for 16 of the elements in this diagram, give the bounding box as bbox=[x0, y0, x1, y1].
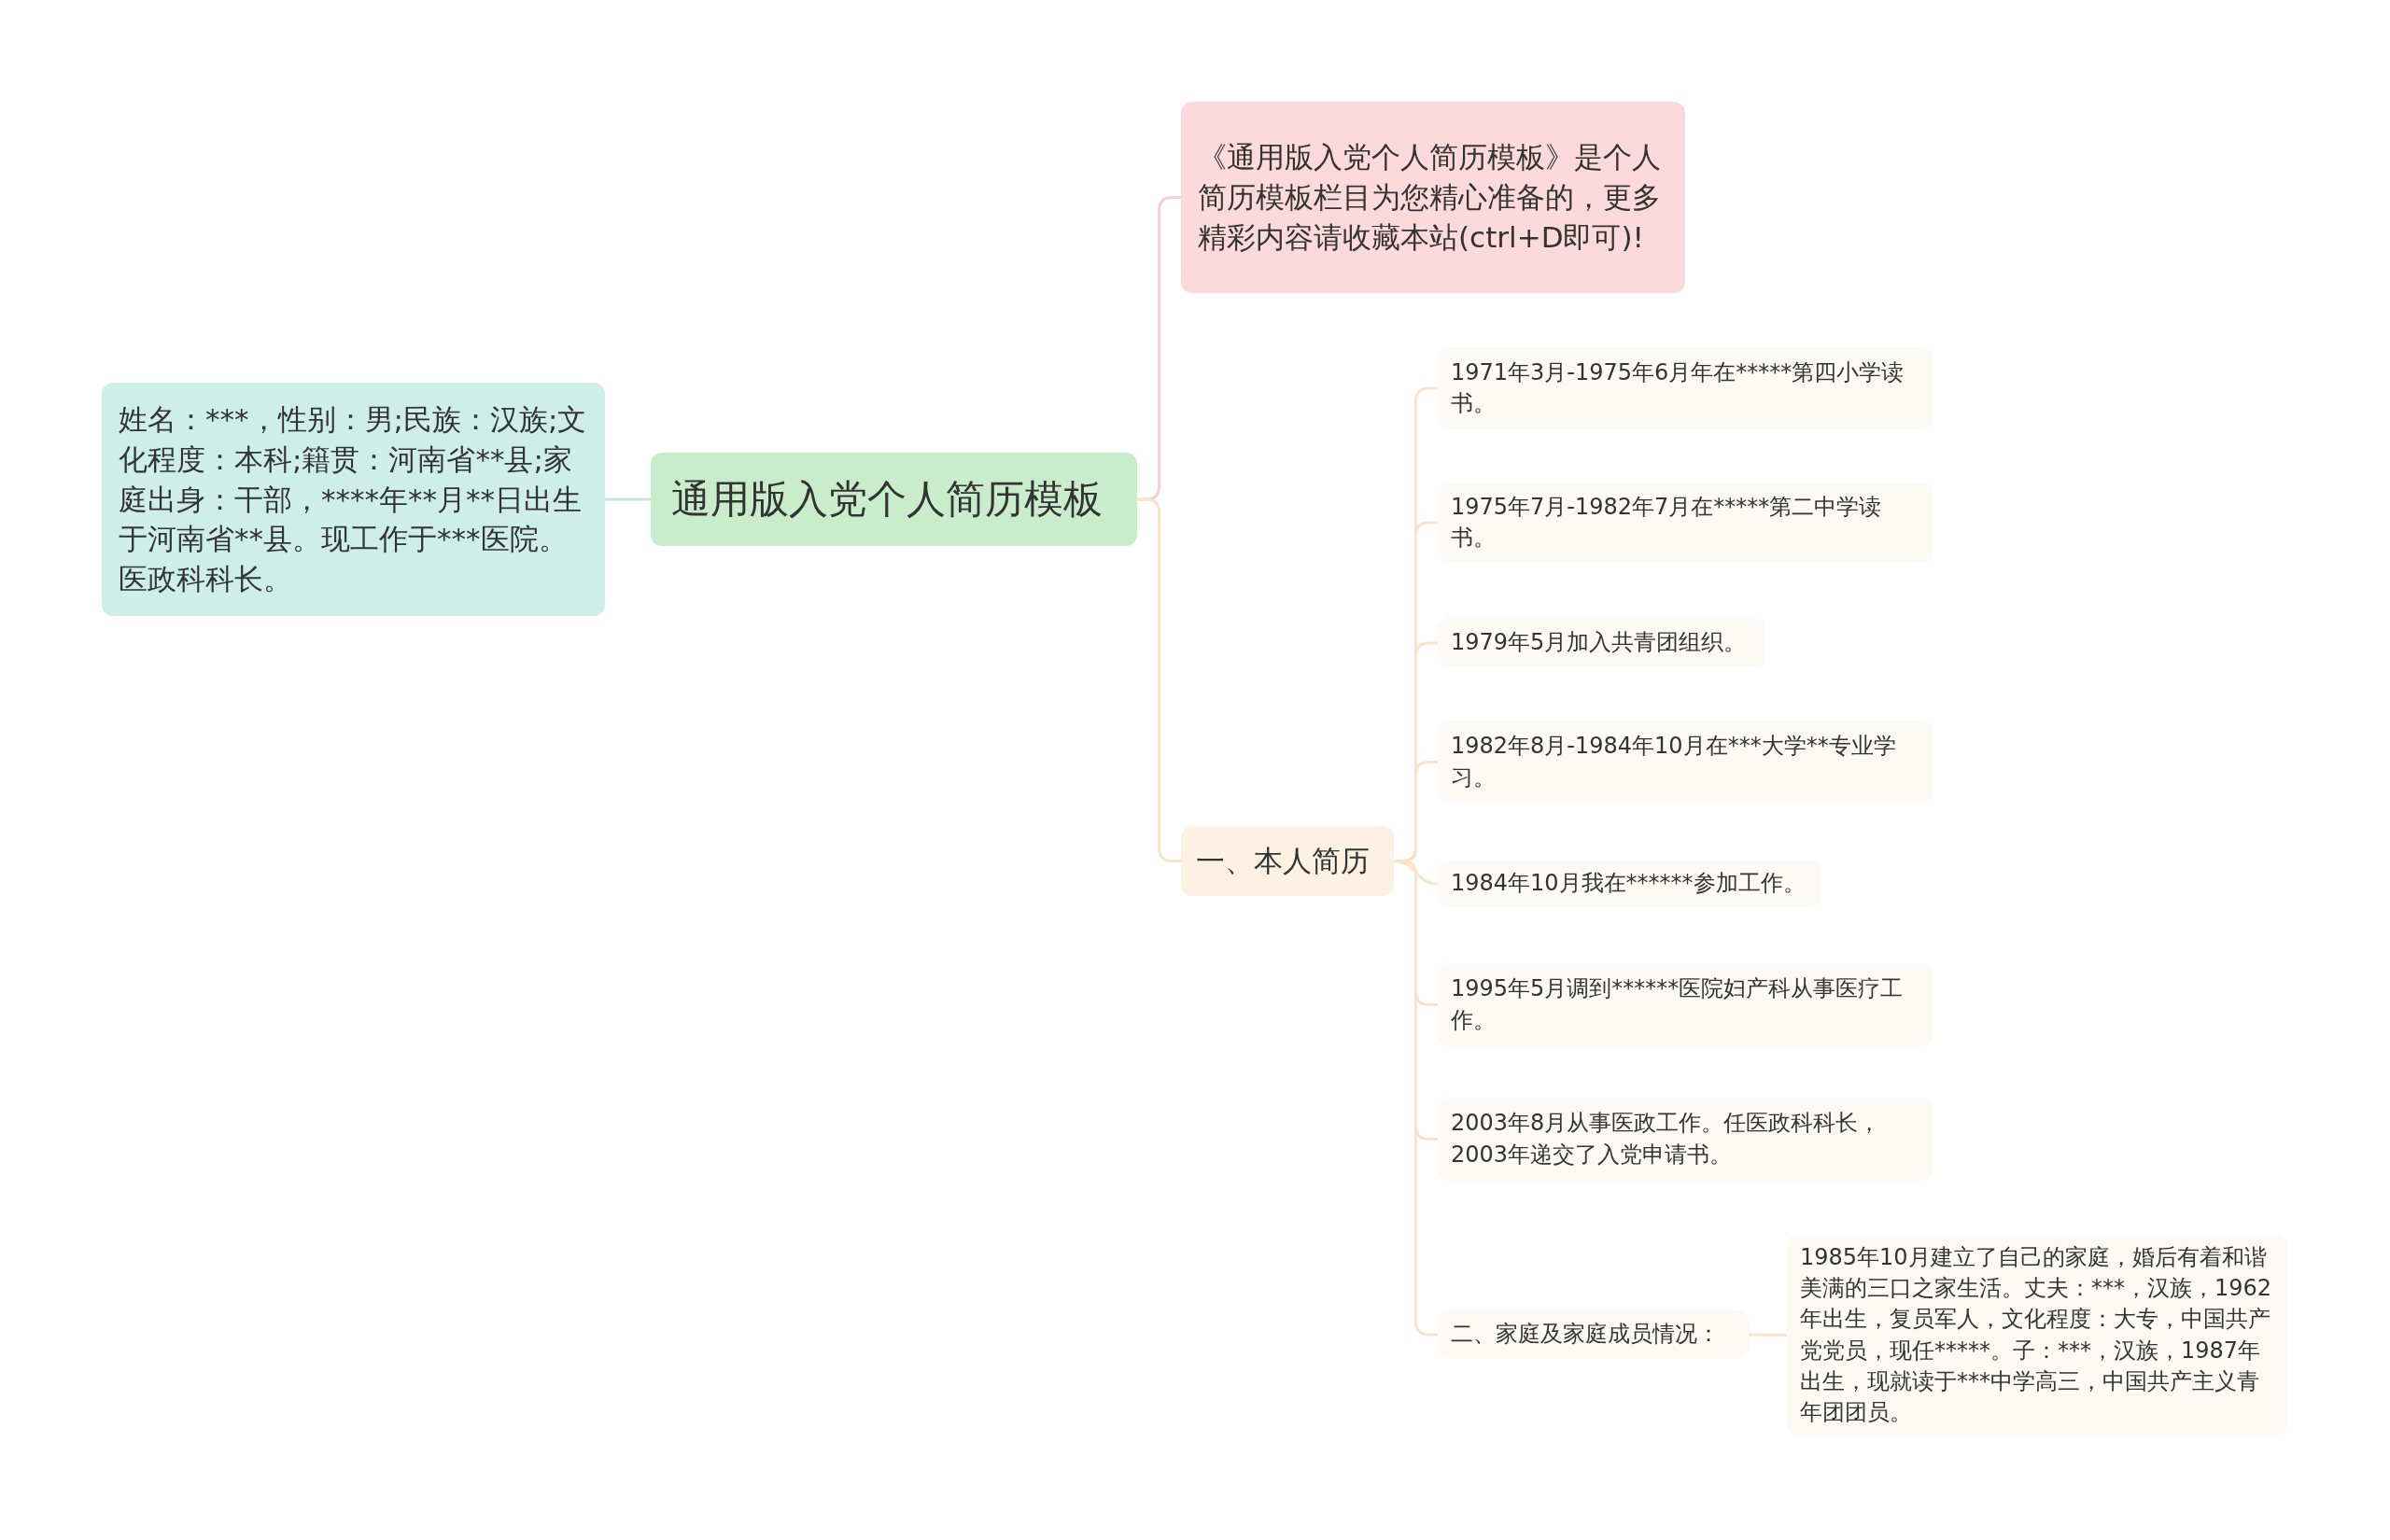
topic-box: 1995年5月调到******医院妇产科从事医疗工作。 bbox=[1438, 963, 1933, 1046]
topic-box: 1975年7月-1982年7月在*****第二中学读书。 bbox=[1438, 483, 1933, 563]
connector-line bbox=[605, 497, 651, 501]
connector-line bbox=[1137, 497, 1181, 862]
connector-line bbox=[1749, 1333, 1787, 1337]
topic-box: 1984年10月我在******参加工作。 bbox=[1438, 861, 1821, 907]
topic-box: 二、家庭及家庭成员情况： bbox=[1438, 1310, 1749, 1359]
topic-box: 1985年10月建立了自己的家庭，婚后有着和谐美满的三口之家生活。丈夫：***，汉族，1962年出生，复员军人，文化程度：大专，中国共产党党员，现任*****。子：***，汉族，1987年出生，现就读于***中学高三，中国共产主义青年团团员。 bbox=[1787, 1235, 2287, 1435]
topic-box: 《通用版入党个人简历模板》是个人简历模板栏目为您精心准备的，更多精彩内容请收藏本站(ctrl+D即可)! bbox=[1181, 102, 1685, 293]
root-topic-box: 通用版入党个人简历模板 bbox=[651, 453, 1137, 546]
topic-box: 1982年8月-1984年10月在***大学**专业学习。 bbox=[1438, 721, 1933, 804]
topic-box: 一、本人简历 bbox=[1181, 826, 1394, 896]
topic-box: 1979年5月加入共青团组织。 bbox=[1438, 619, 1765, 667]
topic-box: 姓名：***，性别：男;民族：汉族;文化程度：本科;籍贯：河南省**县;家庭出身：干部，****年**月**日出生于河南省**县。现工作于***医院。医政科科长。 bbox=[102, 383, 605, 616]
topic-box: 2003年8月从事医政工作。任医政科科长，2003年递交了入党申请书。 bbox=[1438, 1098, 1933, 1181]
topic-box: 1971年3月-1975年6月年在*****第四小学读书。 bbox=[1438, 347, 1933, 429]
